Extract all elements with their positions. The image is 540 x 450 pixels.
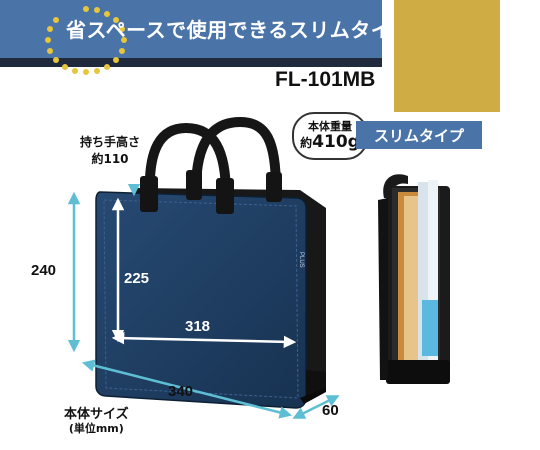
decorative-dots-icon — [45, 6, 127, 75]
bag-handles — [144, 116, 281, 201]
banner-shadow — [0, 58, 382, 67]
depth-arrow — [292, 395, 340, 419]
width-arrow-outer — [81, 359, 293, 419]
handle-height-label: 持ち手高さ 約110 — [80, 134, 140, 168]
width-inner-value: 318 — [185, 318, 211, 335]
handle-label-line2: 約110 — [91, 151, 129, 166]
width-outer-value: 340 — [168, 383, 194, 400]
weight-value: 410g — [312, 131, 360, 152]
banner-title: 省スペースで使用できるスリムタイプ — [66, 18, 412, 42]
brand-logo: PLUS — [298, 252, 304, 268]
handle-label-line1: 持ち手高さ — [80, 135, 141, 149]
model-number: FL-101MB — [275, 68, 376, 91]
color-swatch — [394, 0, 500, 112]
slim-type-tag: スリムタイプ — [356, 121, 482, 149]
height-inner-value: 225 — [124, 270, 150, 287]
bag-front-panel — [95, 191, 307, 409]
bag-side-view — [378, 174, 450, 384]
size-label: 本体サイズ (単位mm) — [64, 407, 129, 436]
weight-label: 本体重量 — [308, 119, 352, 133]
weight-badge: 本体重量 約410g — [292, 112, 368, 160]
size-label-unit: (単位mm) — [68, 421, 124, 435]
size-label-title: 本体サイズ — [64, 407, 129, 422]
header-banner — [0, 0, 382, 58]
weight-prefix: 約 — [300, 135, 313, 150]
width-arrow-inner — [111, 331, 297, 349]
depth-value: 60 — [322, 402, 339, 419]
height-outer-value: 240 — [31, 262, 57, 279]
handle-straps — [140, 170, 282, 214]
weight-value-line: 約410g — [300, 131, 360, 152]
